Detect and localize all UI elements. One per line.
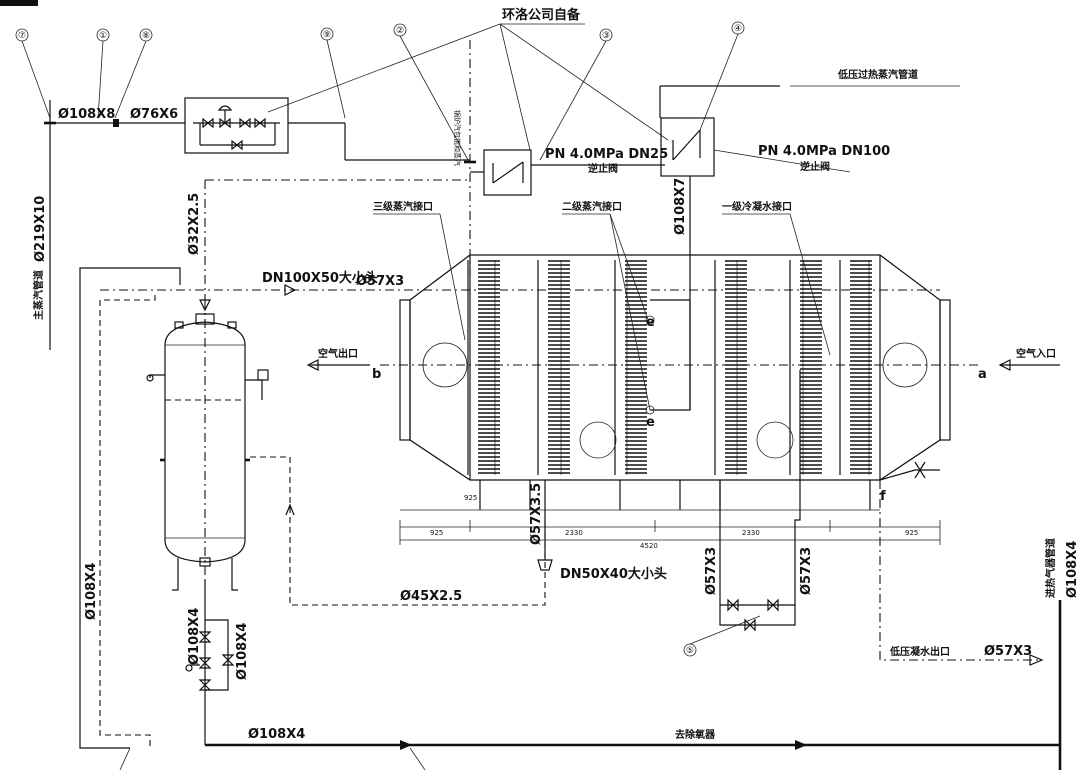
lp-condensate-label: 低压凝水出口 <box>889 645 950 658</box>
pipe-57x3-top-label: Ø57X3 <box>356 274 404 289</box>
valve-dn25-label: PN 4.0MPa DN25 <box>545 147 668 162</box>
balloon-7: ⑦ <box>18 31 26 41</box>
port-a-label: a <box>978 367 987 382</box>
stage3-label: 三级蒸汽接口 <box>373 200 433 213</box>
steam-branch-top: Ø108X8 Ø76X6 <box>50 97 470 161</box>
air-outlet-label: 空气出口 <box>318 347 358 360</box>
vessel: Ø45X2.5 <box>146 299 546 606</box>
supplier-note: 环洛公司自备 <box>267 7 669 151</box>
stage1-label: 一级冷凝水接口 <box>722 200 792 213</box>
balloon-9: ⑨ <box>323 30 331 40</box>
check-valve-dn25: PN 4.0MPa DN25 逆止阀 <box>470 147 668 196</box>
pipe-57x3-left-label: Ø57X3 <box>704 547 719 595</box>
lp-superheated-label: 低压过热蒸汽管道 <box>837 68 918 81</box>
drum-steam-label: 锅炉汽包饱和蒸汽 <box>453 110 462 166</box>
port-e1-label: e <box>646 315 655 330</box>
main-steam-label: 主蒸汽管道 <box>32 270 45 320</box>
pipe-108x7-label: Ø108X7 <box>673 178 688 235</box>
dim-total: 4520 <box>640 542 658 550</box>
balloon-8: ⑧ <box>142 31 150 41</box>
pipe-108x4-b-label: Ø108X4 <box>235 623 250 680</box>
balloon-5: ⑤ <box>686 646 694 656</box>
pipe-108x8-label: Ø108X8 <box>58 107 115 122</box>
balloon-2: ② <box>396 26 404 36</box>
port-e2-label: e <box>646 415 655 430</box>
pipe-108x4-a-label: Ø108X4 <box>187 608 202 665</box>
pipe-108x4-right-label: Ø108X4 <box>1065 541 1080 598</box>
coil-banks <box>478 260 872 475</box>
dim-1: 925 <box>430 529 443 537</box>
pipe-57x3-right-label: Ø57X3 <box>799 547 814 595</box>
drain-valves: Ø108X4 Ø108X4 <box>185 580 250 745</box>
dim-5: 925 <box>464 494 477 502</box>
pipe-57x3-5-label: Ø57X3.5 <box>529 483 544 545</box>
balloons: ⑦ ① ⑧ ⑨ ② ③ ④ ⑤ <box>15 21 761 657</box>
drum-steam-line: 锅炉汽包饱和蒸汽 <box>453 40 476 300</box>
prv-valves <box>202 105 266 151</box>
dn100x50-label: DN100X50大小头 <box>262 270 378 286</box>
condensate-loop: Ø57X3 Ø57X3 <box>704 370 814 632</box>
stage2-label: 二级蒸汽接口 <box>562 200 622 213</box>
supplier-label: 环洛公司自备 <box>502 7 581 23</box>
balloon-3: ③ <box>602 31 610 41</box>
main-steam-header: 主蒸汽管道 Ø219X10 <box>32 100 56 350</box>
pipe-76x6-label: Ø76X6 <box>130 107 178 122</box>
port-f-label: f <box>880 489 886 504</box>
steam-supply-label: 进热气器管道 <box>1044 538 1057 598</box>
to-deaerator-label: 去除氧器 <box>675 728 716 741</box>
corner-tab <box>0 0 38 6</box>
pipe-57x3-out-label: Ø57X3 <box>984 644 1032 659</box>
top-feed-pipe: Ø32X2.5 DN100X50大小头 Ø57X3 <box>100 179 940 300</box>
pipe-45x2-5-label: Ø45X2.5 <box>400 589 462 604</box>
lp-condensate-outlet: 低压凝水出口 Ø57X3 <box>879 461 1044 666</box>
dim-3: 2330 <box>742 529 760 537</box>
pipe-108x4-left-label: Ø108X4 <box>84 563 99 620</box>
balloon-1: ① <box>99 31 107 41</box>
dn50x40-label: DN50X40大小头 <box>560 566 667 582</box>
air-heater: b a e e f 空气出口 空气入口 三级蒸汽接口 二级蒸汽接口 一级冷凝水接… <box>306 200 1060 511</box>
check-valve-dn100: 低压过热蒸汽管道 PN 4.0MPa DN100 逆止阀 Ø108X7 <box>659 68 960 410</box>
bottom-main-line: Ø108X4 去除氧器 进热气器管道 Ø108X4 <box>205 538 1080 770</box>
check-valve-1-label: 逆止阀 <box>588 162 618 175</box>
valve-dn100-label: PN 4.0MPa DN100 <box>758 144 890 159</box>
dimensions: 925 2330 2330 925 4520 925 <box>399 494 941 550</box>
dim-4: 925 <box>905 529 918 537</box>
port-b-label: b <box>372 367 381 382</box>
pipe-108x4-bottom-label: Ø108X4 <box>248 727 305 742</box>
pipe-32x2-5-label: Ø32X2.5 <box>187 193 202 255</box>
prv-station-box <box>184 97 289 154</box>
air-inlet-label: 空气入口 <box>1016 347 1056 360</box>
dim-2: 2330 <box>565 529 583 537</box>
left-loop: Ø108X4 <box>79 267 181 770</box>
balloon-4: ④ <box>734 24 742 34</box>
middle-drain: Ø57X3.5 DN50X40大小头 <box>529 480 667 582</box>
main-pipe-size: Ø219X10 <box>33 196 48 262</box>
